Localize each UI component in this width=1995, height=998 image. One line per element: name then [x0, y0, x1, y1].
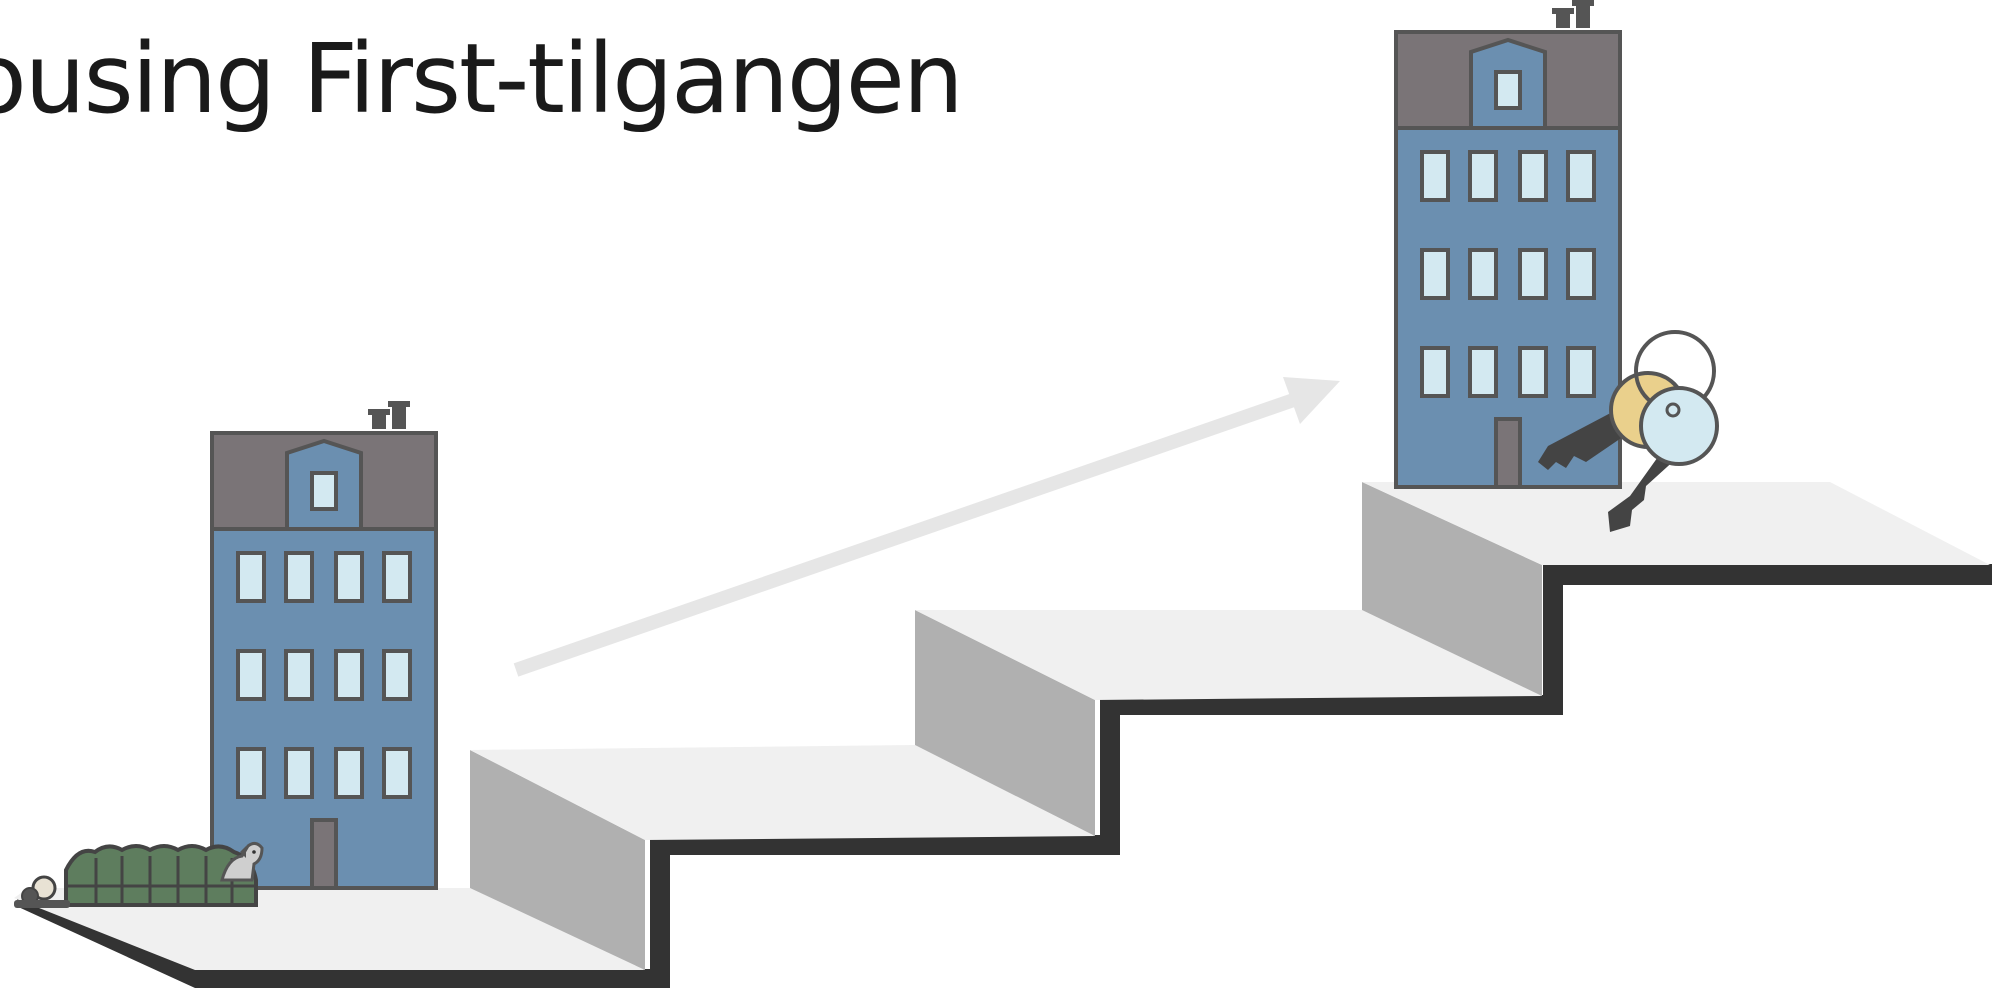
- building-start-icon: [210, 399, 438, 890]
- slide-title: ousing First-tilgangen: [0, 23, 964, 135]
- sleeping-person-icon: [14, 844, 258, 908]
- building-goal-icon: [1394, 0, 1622, 489]
- keys-icon: [1538, 330, 1719, 532]
- staircase-icon: [14, 482, 1992, 988]
- dog-icon: [220, 841, 264, 882]
- progress-arrow-icon: [513, 377, 1340, 677]
